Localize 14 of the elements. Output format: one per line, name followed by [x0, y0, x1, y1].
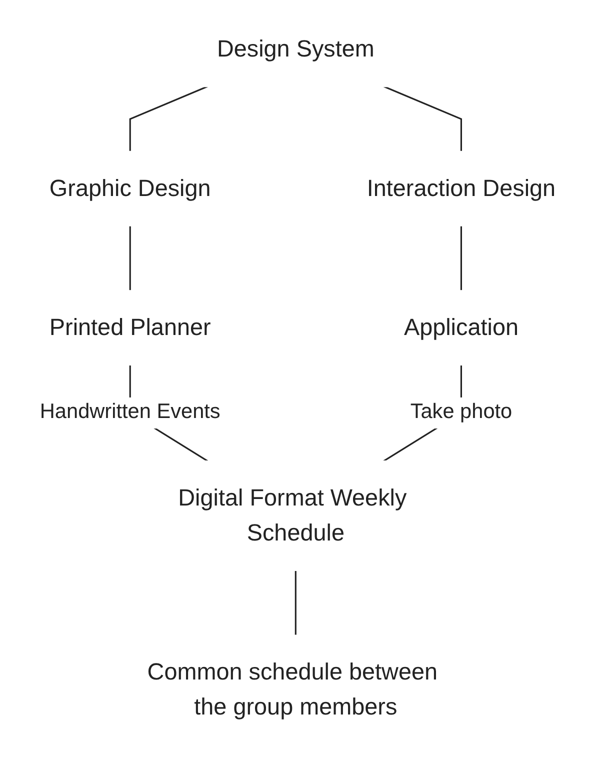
- connector: [129, 86, 208, 152]
- node-text: Application: [404, 314, 518, 340]
- connector: [129, 226, 131, 291]
- connector: [384, 86, 462, 152]
- edge-label: Take photo: [410, 401, 512, 424]
- node-text: Printed Planner: [49, 314, 211, 340]
- connector: [460, 226, 462, 291]
- node-text: Design System: [216, 36, 374, 62]
- node-text: Graphic Design: [49, 174, 211, 201]
- node-text: Digital Format Weekly Schedule: [178, 484, 407, 546]
- connector: [294, 570, 296, 636]
- node-text: Interaction Design: [366, 174, 556, 201]
- edge-label: Handwritten Events: [40, 401, 220, 424]
- node-text: Common schedule between the group members: [147, 658, 438, 720]
